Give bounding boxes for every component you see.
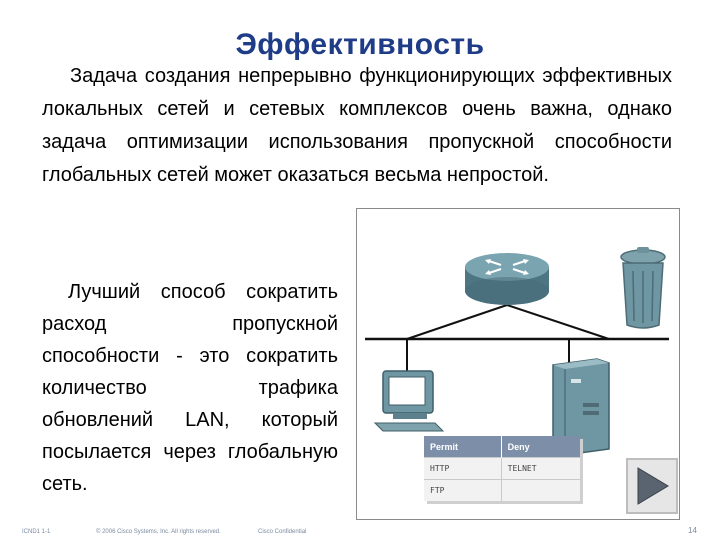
computer-icon	[373, 370, 445, 432]
column-header-deny: Deny	[501, 436, 580, 458]
table-cell	[501, 479, 580, 501]
network-lines	[365, 304, 669, 371]
acl-permit-deny-table: Permit Deny HTTP TELNET FTP	[424, 436, 580, 501]
play-button[interactable]	[626, 458, 678, 514]
paragraph-lan-traffic: Лучший способ сократить расход пропускно…	[42, 281, 338, 495]
table-cell: TELNET	[501, 457, 580, 480]
table-row: HTTP TELNET	[424, 457, 580, 480]
slide-title: Эффективность	[235, 28, 485, 61]
footer-copyright: © 2006 Cisco Systems, Inc. All rights re…	[96, 529, 221, 535]
page-number: 14	[688, 526, 697, 535]
table-cell: FTP	[424, 479, 502, 501]
play-icon	[637, 467, 669, 505]
network-diagram-graphic	[365, 247, 669, 456]
router-icon	[465, 253, 549, 305]
footer-course-code: ICND1 1-1	[22, 529, 51, 535]
column-header-permit: Permit	[424, 436, 502, 458]
paragraph-wan-optimization: Задача создания непрерывно функционирующ…	[42, 65, 672, 186]
table-cell: HTTP	[424, 457, 502, 480]
table-row: FTP	[424, 479, 580, 501]
footer-confidential: Cisco Confidential	[258, 529, 307, 535]
trash-can-icon	[620, 247, 666, 329]
